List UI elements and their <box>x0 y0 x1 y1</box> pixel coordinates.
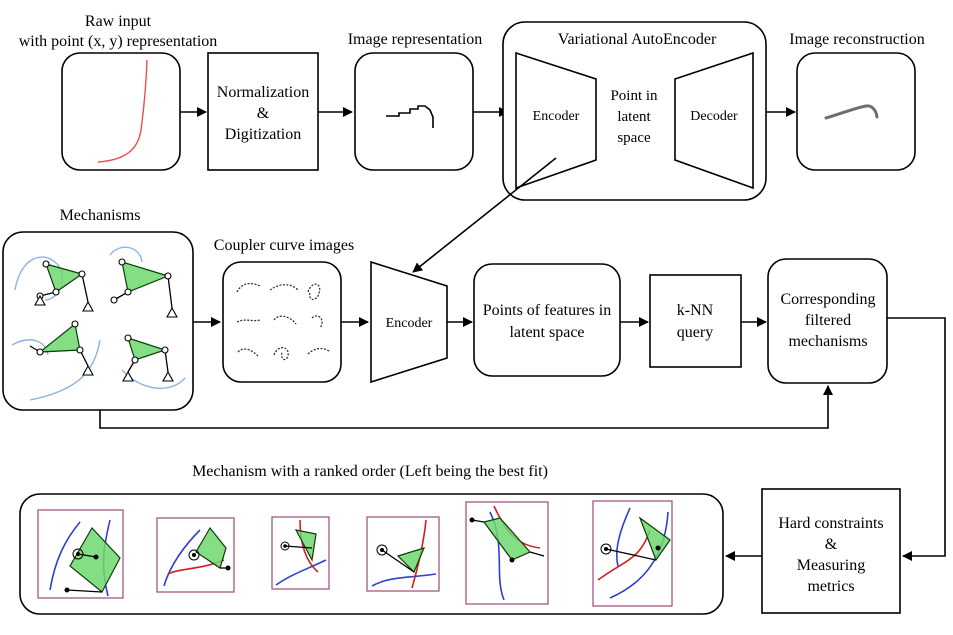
ranked-mechanism-6 <box>592 500 673 607</box>
coupler-curve-thumbnails <box>236 282 331 361</box>
knn-box <box>649 274 742 368</box>
image-representation-title: Image representation <box>348 31 483 48</box>
knn-label-1: k-NN <box>677 302 714 319</box>
digitization-label: Digitization <box>225 126 301 143</box>
vae-encoder-label: Encoder <box>533 109 580 124</box>
latent-label-1: Point in <box>610 88 658 104</box>
normalization-box <box>207 52 319 171</box>
image-reconstruction-box <box>796 52 916 171</box>
reconstructed-curve <box>824 104 879 120</box>
ranked-mechanism-2 <box>156 517 235 593</box>
features-box <box>473 263 621 377</box>
ranked-mechanism-3 <box>271 516 330 590</box>
encoder-label: Encoder <box>386 316 433 331</box>
ranked-mechanism-4 <box>366 516 440 592</box>
encoder-shape <box>370 260 448 384</box>
raw-input-title: Raw input <box>85 13 152 30</box>
hard-label-3: Measuring <box>797 557 865 574</box>
normalization-label: Normalization <box>217 84 309 101</box>
latent-label-3: space <box>617 130 651 146</box>
latent-label-2: latent <box>617 109 651 125</box>
arrow-mechanisms-to-filtered <box>99 385 833 429</box>
arrow-filtered-to-constraints <box>887 317 946 561</box>
vae-title: Variational AutoEncoder <box>558 31 717 48</box>
ranked-mechanism-1 <box>37 509 124 599</box>
vae-encoder-shape <box>515 51 597 190</box>
vae-decoder-label: Decoder <box>690 109 738 124</box>
hard-constraints-box <box>761 488 901 614</box>
filtered-label-3: mechanisms <box>788 333 867 350</box>
hard-label-4: metrics <box>807 578 854 595</box>
features-label-1: Points of features in <box>483 302 611 319</box>
raw-input-box <box>61 52 181 171</box>
arrow-vae-to-encoder <box>412 157 557 273</box>
vae-decoder-shape <box>674 51 754 190</box>
coupler-title: Coupler curve images <box>214 237 354 254</box>
filtered-label-1: Corresponding <box>780 291 875 308</box>
hard-label-1: Hard constraints <box>778 515 883 532</box>
features-label-2: latent space <box>509 324 584 341</box>
image-reconstruction-title: Image reconstruction <box>789 31 925 48</box>
raw-input-curve <box>97 59 148 163</box>
mechanisms-title: Mechanisms <box>60 207 141 224</box>
filtered-label-2: filtered <box>805 312 851 329</box>
raw-input-subtitle: with point (x, y) representation <box>19 33 218 50</box>
filtered-mechanisms-box <box>767 258 888 384</box>
ranked-mechanism-5 <box>465 501 549 605</box>
coupler-box <box>222 261 342 383</box>
knn-label-2: query <box>677 324 713 341</box>
hard-label-2: & <box>825 536 838 553</box>
image-representation-box <box>354 52 474 171</box>
digitized-curve <box>386 105 434 128</box>
normalization-ampersand: & <box>257 105 270 122</box>
mechanisms-box <box>2 231 194 411</box>
mechanism-sketches <box>11 246 186 401</box>
ranked-title: Mechanism with a ranked order (Left bein… <box>192 463 548 480</box>
